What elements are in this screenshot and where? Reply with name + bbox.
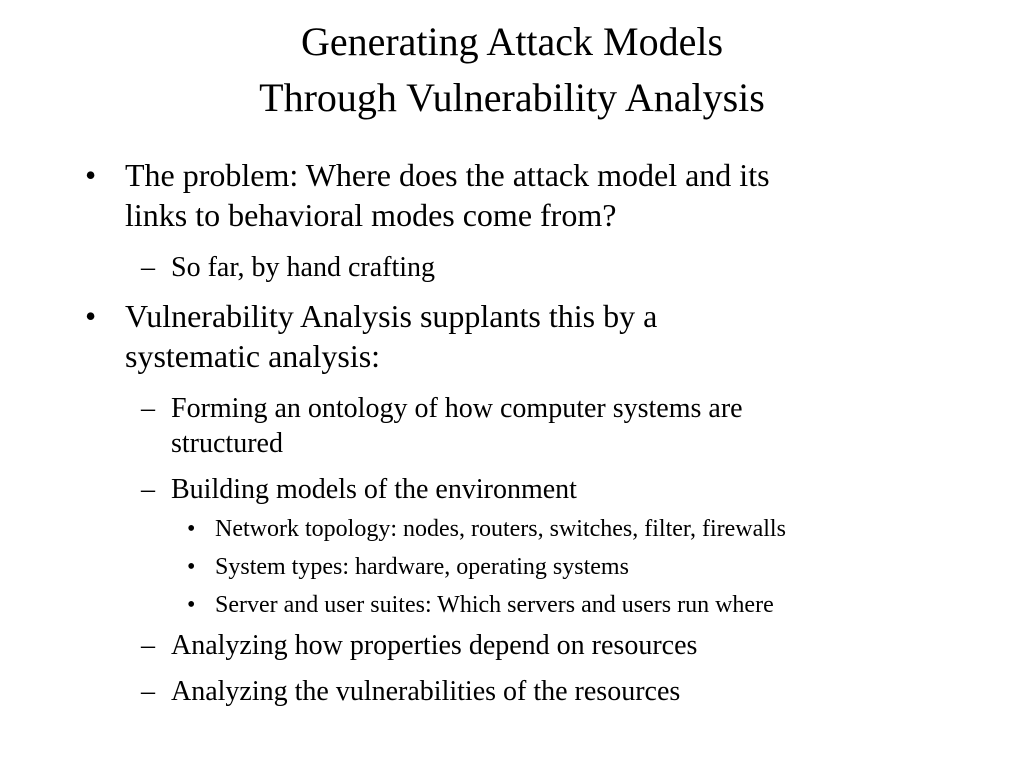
bullet-marker: • [85, 298, 97, 334]
bullet-text-line: The problem: Where does the attack model… [125, 157, 770, 193]
sub-bullet-item: – Building models of the environment [141, 472, 577, 507]
sub-bullet-text: Analyzing the vulnerabilities of the res… [171, 676, 681, 707]
sub-bullet-text: So far, by hand crafting [171, 252, 436, 283]
sub-sub-bullet-text: Network topology: nodes, routers, switch… [215, 516, 786, 542]
bullet-text-line: Vulnerability Analysis supplants this by… [125, 298, 658, 334]
sub-sub-bullet-text: Server and user suites: Which servers an… [215, 592, 774, 618]
sub-bullet-text-line: Forming an ontology of how computer syst… [171, 393, 743, 424]
sub-sub-bullet-item: • System types: hardware, operating syst… [187, 552, 629, 582]
sub-bullet-item: – So far, by hand crafting [141, 250, 436, 285]
sub-sub-bullet-text: System types: hardware, operating system… [215, 554, 629, 580]
bullet-marker: • [187, 516, 196, 542]
dash-marker: – [141, 676, 155, 707]
dash-marker: – [141, 252, 155, 283]
sub-sub-bullet-item: • Network topology: nodes, routers, swit… [187, 514, 786, 544]
sub-bullet-text: Analyzing how properties depend on resou… [171, 630, 698, 661]
slide-title-line-1: Generating Attack Models [300, 19, 724, 64]
bullet-item: • The problem: Where does the attack mod… [85, 155, 770, 235]
sub-bullet-item: – Analyzing how properties depend on res… [141, 628, 698, 663]
bullet-marker: • [85, 157, 97, 193]
bullet-text-line: systematic analysis: [125, 338, 381, 374]
sub-sub-bullet-item: • Server and user suites: Which servers … [187, 590, 774, 620]
slide-title-line-2: Through Vulnerability Analysis [259, 75, 765, 120]
bullet-item: • Vulnerability Analysis supplants this … [85, 296, 658, 376]
sub-bullet-text: Building models of the environment [171, 474, 577, 505]
slide-title: Generating Attack Models Through Vulnera… [0, 14, 1024, 126]
sub-bullet-item: – Forming an ontology of how computer sy… [141, 391, 743, 461]
bullet-text-line: links to behavioral modes come from? [125, 197, 617, 233]
dash-marker: – [141, 630, 155, 661]
dash-marker: – [141, 393, 155, 424]
bullet-marker: • [187, 592, 196, 618]
sub-bullet-text-line: structured [171, 428, 283, 459]
dash-marker: – [141, 474, 155, 505]
bullet-marker: • [187, 554, 196, 580]
sub-bullet-item: – Analyzing the vulnerabilities of the r… [141, 674, 681, 709]
